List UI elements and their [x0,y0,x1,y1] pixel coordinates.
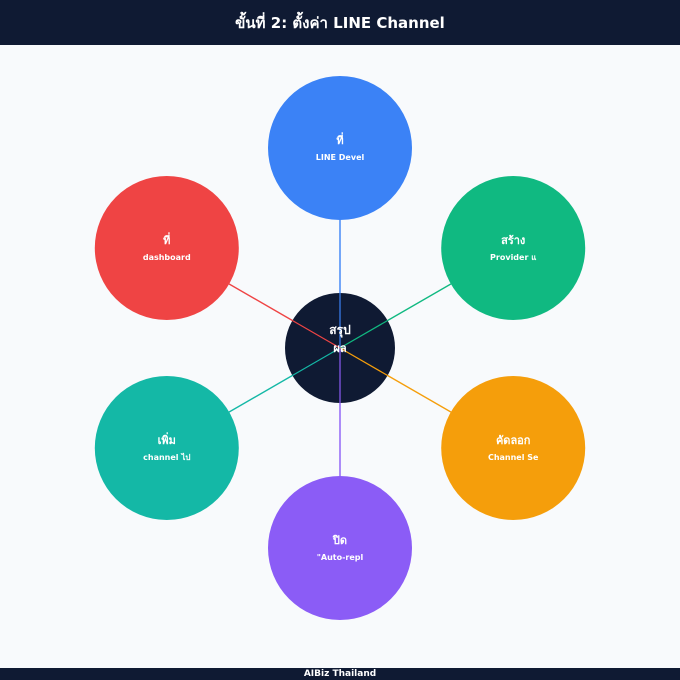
page-title: ขั้นที่ 2: ตั้งค่า LINE Channel [235,13,445,32]
diagram-node: เพิ่ม channel ไป [94,376,239,520]
diagram-node: ปิด "Auto-repl [268,476,412,620]
node-circle [94,376,239,520]
node-subtitle: LINE Devel [316,153,365,162]
radial-diagram: ที่ LINE Devel สร้าง Provider แคัดลอก Channe… [94,76,586,620]
diagram-node: สร้าง Provider แ [441,176,586,320]
connector-line [292,347,341,377]
node-circle [268,476,412,620]
node-circle [441,376,586,520]
node-subtitle: "Auto-repl [317,553,364,562]
diagram-node: คัดลอก Channel Se [441,376,586,520]
node-circle [94,176,239,320]
center-title: สรุป [329,323,351,338]
connector-line [339,319,388,349]
node-title: ที่ [336,132,343,147]
node-circle [268,76,412,220]
node-title: ที่ [163,232,170,247]
node-title: ปิด [332,534,347,547]
diagram-node: ที่ dashboard [94,176,239,320]
node-subtitle: dashboard [143,253,191,262]
footer-brand: AIBiz Thailand [303,669,377,679]
node-title: เพิ่ม [158,432,176,447]
center-subtitle: ผล [333,342,346,355]
node-title: สร้าง [501,234,525,247]
node-subtitle: channel ไป [143,452,190,462]
page-header: ขั้นที่ 2: ตั้งค่า LINE Channel [0,0,680,45]
connector-line [292,319,341,349]
node-subtitle: Provider แ [490,253,536,262]
node-title: คัดลอก [496,434,531,447]
diagram-canvas: ที่ LINE Devel สร้าง Provider แคัดลอก Channe… [0,45,680,668]
node-subtitle: Channel Se [488,453,539,462]
connector-line [339,347,388,377]
page-footer: AIBiz Thailand [0,668,680,680]
diagram-node: ที่ LINE Devel [268,76,412,220]
node-circle [441,176,586,320]
